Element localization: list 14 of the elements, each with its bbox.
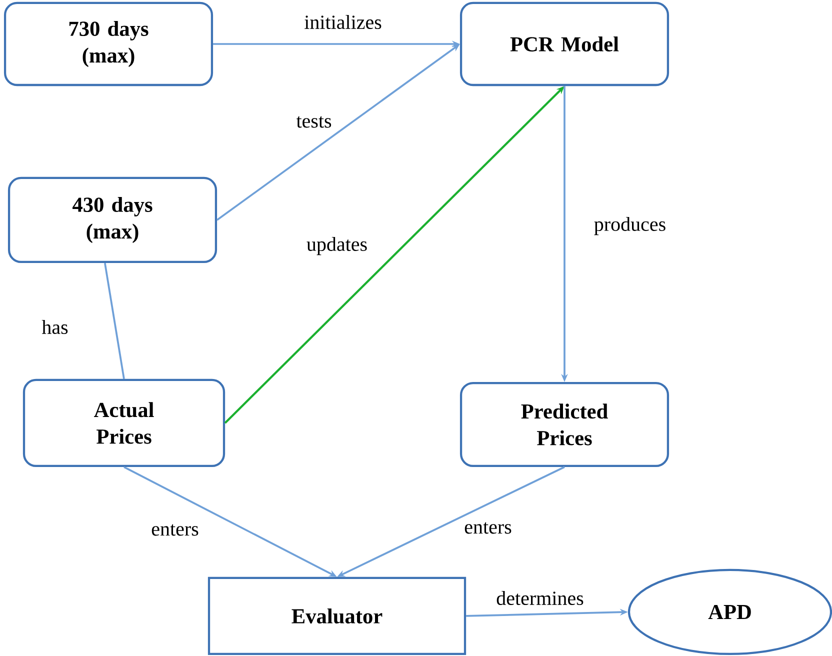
edge-label: has [42,320,68,334]
edge-label: determines [496,590,584,606]
process-box: 730 days (max) [4,2,214,86]
process-box: Evaluator [208,576,466,656]
process-box: Actual Prices [22,378,226,468]
edge-label: enters [464,522,512,534]
process-box: Predicted Prices [460,382,670,468]
edge-label: updates [306,236,367,256]
edge-label: tests [296,116,332,128]
edge-label: produces [594,216,666,236]
process-box: 430 days (max) [8,176,218,264]
process-box: PCR Model [460,2,670,86]
edge-label: enters [152,524,198,536]
edge-label: initializes [304,14,382,30]
